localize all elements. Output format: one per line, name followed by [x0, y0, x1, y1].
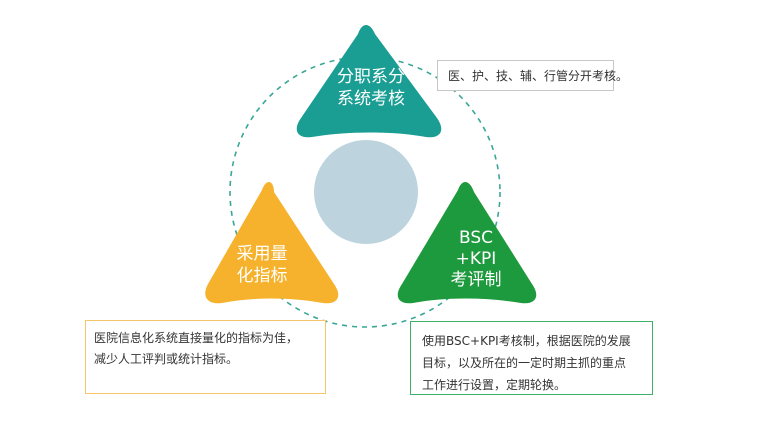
top-triangle-label: 分职系分 系统考核 — [318, 66, 424, 110]
right-note-line-2: 目标，以及所在的一定时期主抓的重点 — [422, 356, 627, 370]
top-triangle-line-2: 系统考核 — [337, 89, 405, 109]
top-triangle — [296, 25, 442, 138]
right-note-line-3: 工作进行设置，定期轮换。 — [422, 378, 567, 392]
right-note-box: 使用BSC+KPI考核制，根据医院的发展 目标，以及所在的一定时期主抓的重点 工… — [410, 321, 653, 395]
top-triangle-line-1: 分职系分 — [337, 67, 405, 87]
center-circle — [314, 140, 418, 244]
left-note-line-2: 减少人工评判或统计指标。 — [94, 352, 239, 366]
right-triangle-line-3: 考评制 — [450, 270, 502, 290]
left-triangle-line-2: 化指标 — [236, 266, 288, 286]
right-triangle-label: BSC +KPI 考评制 — [436, 228, 516, 291]
left-triangle — [205, 181, 339, 304]
dashed-ring — [229, 56, 501, 328]
left-note-box: 医院信息化系统直接量化的指标为佳， 减少人工评判或统计指标。 — [85, 320, 326, 394]
top-note-box: 医、护、技、辅、行管分开考核。 — [437, 60, 629, 91]
left-triangle-line-1: 采用量 — [236, 244, 288, 264]
right-note-line-1: 使用BSC+KPI考核制，根据医院的发展 — [422, 334, 631, 348]
top-note-line-1: 医、护、技、辅、行管分开考核。 — [448, 69, 629, 83]
right-triangle-line-1: BSC — [458, 228, 494, 248]
left-triangle-label: 采用量 化指标 — [219, 243, 305, 287]
right-triangle-line-2: +KPI — [455, 249, 497, 269]
right-triangle — [397, 181, 537, 304]
left-note-line-1: 医院信息化系统直接量化的指标为佳， — [94, 331, 299, 345]
